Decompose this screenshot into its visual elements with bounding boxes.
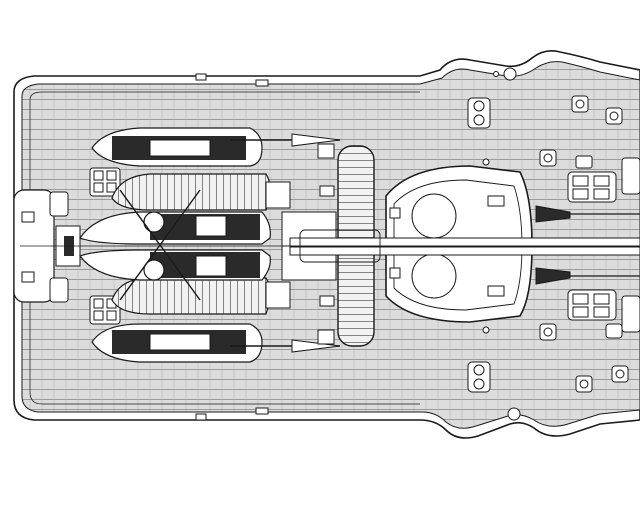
open-boats [111, 173, 271, 315]
gun-barrels [289, 205, 640, 285]
steam-launches [91, 127, 341, 363]
ventilator-grates-forward [567, 157, 640, 333]
bollards-and-fittings [195, 67, 629, 421]
waterway-line [29, 91, 420, 405]
pinnaces [79, 189, 271, 301]
